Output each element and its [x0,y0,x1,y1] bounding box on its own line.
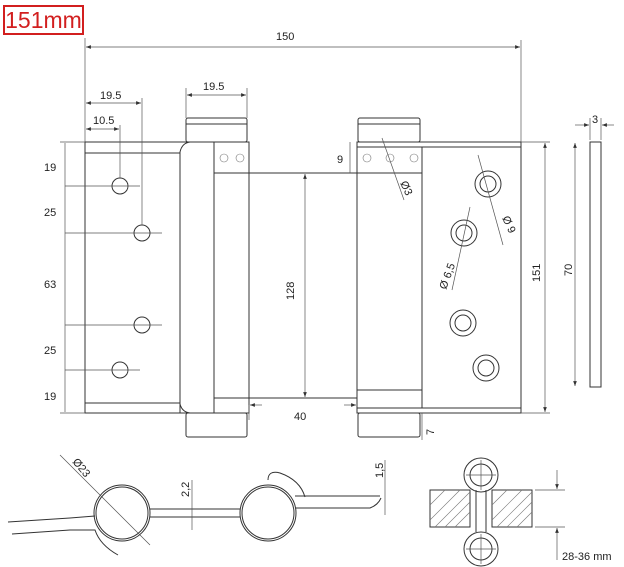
dimension-left-spacing: 19 25 63 25 19 [44,141,85,414]
svg-text:70: 70 [563,264,575,276]
dimension-hole-offsets: 19.5 10.5 19.5 [86,81,248,225]
svg-text:9: 9 [337,154,343,166]
dimension-middle: 128 40 9 [248,142,356,423]
svg-text:10.5: 10.5 [93,115,114,127]
dimension-overall-width: 150 [84,31,522,142]
svg-text:151: 151 [531,264,543,282]
svg-text:40: 40 [294,411,306,423]
svg-text:28-36 mm: 28-36 mm [562,551,612,563]
side-profile [589,141,602,388]
svg-text:1,5: 1,5 [374,463,386,478]
left-leaf [65,141,250,414]
title-label: 151mm [3,5,84,35]
svg-text:7: 7 [425,429,437,435]
svg-text:150: 150 [276,31,294,43]
svg-text:25: 25 [44,207,56,219]
svg-text:2,2: 2,2 [180,482,192,497]
door-installation-section: 28-36 mm [429,457,612,567]
svg-text:25: 25 [44,345,56,357]
svg-text:19.5: 19.5 [100,90,121,102]
svg-text:Ø3: Ø3 [397,179,414,197]
svg-text:19: 19 [44,391,56,403]
svg-text:63: 63 [44,279,56,291]
top-pin-right [357,117,421,143]
svg-text:19: 19 [44,162,56,174]
bottom-pin-right [357,412,421,438]
svg-text:19.5: 19.5 [203,81,224,93]
svg-text:3: 3 [592,114,598,126]
svg-text:128: 128 [285,282,297,300]
bottom-pin-left [185,412,248,438]
right-leaf [356,141,522,414]
top-pin-left [185,117,248,143]
barrel-section-view: Ø23 2,2 1,5 [7,454,386,556]
